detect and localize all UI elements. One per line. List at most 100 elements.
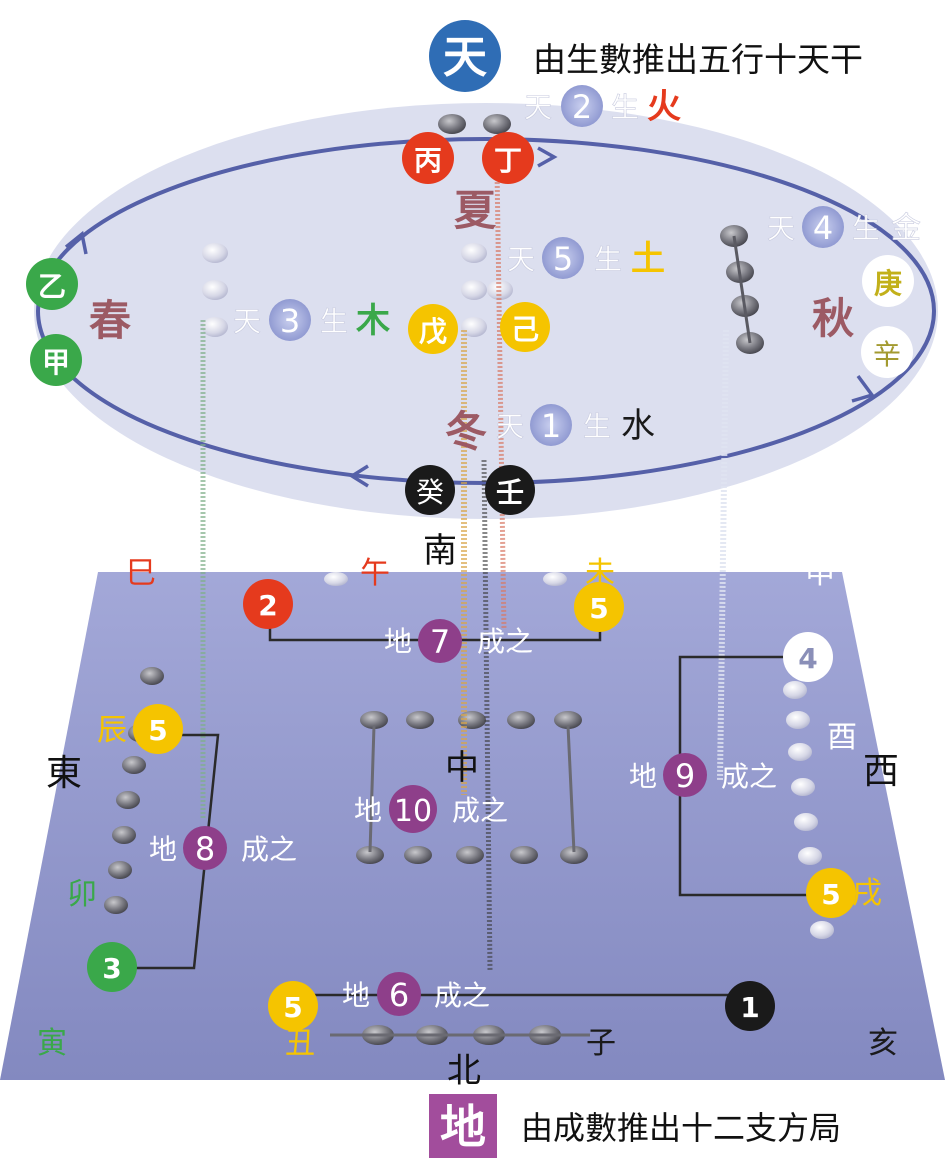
earth-badge-north-1: 1 bbox=[725, 981, 775, 1031]
svg-text:地: 地 bbox=[342, 979, 370, 1012]
stem-xin: 辛 bbox=[861, 326, 913, 378]
svg-text:成之: 成之 bbox=[452, 794, 508, 827]
heaven-pebbles bbox=[202, 114, 764, 354]
svg-text:地: 地 bbox=[354, 794, 382, 827]
svg-text:生: 生 bbox=[583, 410, 611, 443]
svg-text:癸: 癸 bbox=[416, 476, 444, 509]
completion-west: 地 9 成之 bbox=[629, 753, 777, 797]
cycle-arrow-left bbox=[64, 230, 88, 255]
svg-text:己: 己 bbox=[511, 313, 539, 346]
stem-jia: 甲 bbox=[30, 334, 82, 386]
earth-badge-north-5: 5 bbox=[268, 981, 318, 1031]
svg-text:火: 火 bbox=[647, 87, 681, 127]
svg-text:金: 金 bbox=[891, 211, 921, 246]
svg-text:7: 7 bbox=[430, 623, 450, 661]
svg-text:2: 2 bbox=[258, 589, 277, 622]
svg-text:地: 地 bbox=[629, 760, 657, 793]
stem-ren: 壬 bbox=[485, 465, 535, 515]
branch-yin: 寅 bbox=[37, 1026, 67, 1061]
svg-text:天: 天 bbox=[767, 212, 795, 245]
gen-metal: 天 4 生 金 bbox=[767, 206, 921, 248]
earth-badge-west-4: 4 bbox=[783, 632, 833, 682]
svg-text:戊: 戊 bbox=[419, 315, 447, 348]
branch-hai: 亥 bbox=[868, 1026, 898, 1061]
earth-badge-south-5: 5 bbox=[574, 582, 624, 632]
svg-text:3: 3 bbox=[102, 952, 121, 985]
svg-text:生: 生 bbox=[852, 212, 880, 245]
earth-badge-east-5: 5 bbox=[133, 704, 183, 754]
cycle-arrow-bottom bbox=[348, 464, 369, 488]
stem-wu: 戊 bbox=[408, 304, 458, 354]
cycle-arrow-right bbox=[851, 374, 875, 403]
svg-text:6: 6 bbox=[389, 976, 409, 1014]
stem-ji: 己 bbox=[500, 302, 550, 352]
svg-text:生: 生 bbox=[594, 243, 622, 276]
svg-text:生: 生 bbox=[611, 91, 639, 124]
stem-yi: 乙 bbox=[26, 258, 78, 310]
svg-text:5: 5 bbox=[821, 878, 840, 911]
svg-text:3: 3 bbox=[280, 302, 300, 340]
branch-shen: 申 bbox=[805, 556, 835, 591]
stem-gui: 癸 bbox=[405, 465, 455, 515]
cycle-arrow-top bbox=[537, 146, 558, 168]
branch-chen: 辰 bbox=[97, 713, 127, 748]
season-winter: 冬 bbox=[445, 407, 487, 456]
svg-text:天: 天 bbox=[496, 410, 524, 443]
svg-text:地: 地 bbox=[149, 833, 177, 866]
direction-west: 西 bbox=[863, 751, 899, 792]
heaven-ellipse-glow bbox=[34, 103, 938, 519]
earth-badge-south-2: 2 bbox=[243, 579, 293, 629]
branch-zi: 子 bbox=[586, 1026, 616, 1061]
season-spring: 春 bbox=[89, 296, 131, 345]
svg-text:水: 水 bbox=[621, 406, 655, 446]
gen-wood: 天 3 生 木 bbox=[233, 299, 390, 341]
svg-text:5: 5 bbox=[553, 240, 573, 278]
svg-text:壬: 壬 bbox=[496, 476, 524, 509]
svg-text:4: 4 bbox=[798, 642, 817, 675]
heaven-earth-beams bbox=[200, 169, 729, 971]
svg-text:9: 9 bbox=[675, 757, 695, 795]
svg-text:1: 1 bbox=[740, 991, 759, 1024]
svg-text:天: 天 bbox=[507, 243, 535, 276]
svg-text:甲: 甲 bbox=[42, 346, 70, 379]
svg-text:成之: 成之 bbox=[241, 833, 297, 866]
branch-chou: 丑 bbox=[285, 1026, 315, 1061]
svg-text:1: 1 bbox=[541, 407, 561, 445]
completion-south: 地 7 成之 bbox=[384, 619, 533, 663]
branch-xu: 戌 bbox=[852, 876, 882, 911]
svg-text:4: 4 bbox=[813, 209, 833, 247]
svg-text:生: 生 bbox=[320, 305, 348, 338]
stem-geng: 庚 bbox=[862, 255, 914, 307]
svg-text:乙: 乙 bbox=[38, 270, 66, 303]
svg-text:土: 土 bbox=[631, 239, 665, 279]
gen-earth: 天 5 生 土 bbox=[507, 237, 665, 279]
stem-ding: 丁 bbox=[482, 132, 534, 184]
svg-text:天: 天 bbox=[524, 91, 552, 124]
branch-si: 巳 bbox=[126, 556, 156, 591]
direction-north: 北 bbox=[447, 1051, 481, 1091]
gen-water: 天 1 生 水 bbox=[496, 404, 655, 446]
svg-text:辛: 辛 bbox=[873, 338, 901, 371]
svg-text:成之: 成之 bbox=[477, 625, 533, 658]
svg-text:成之: 成之 bbox=[434, 979, 490, 1012]
branch-you: 酉 bbox=[827, 720, 857, 755]
svg-text:丙: 丙 bbox=[414, 144, 442, 177]
branch-mao: 卯 bbox=[67, 877, 97, 912]
season-summer: 夏 bbox=[454, 186, 497, 235]
completion-north: 地 6 成之 bbox=[342, 972, 490, 1016]
svg-text:5: 5 bbox=[589, 592, 608, 625]
season-autumn: 秋 bbox=[812, 294, 854, 343]
svg-text:丁: 丁 bbox=[494, 144, 522, 177]
earth-badge-east-3: 3 bbox=[87, 942, 137, 992]
earth-badge: 地 bbox=[429, 1094, 497, 1158]
stem-bing: 丙 bbox=[402, 132, 454, 184]
svg-text:8: 8 bbox=[195, 830, 215, 868]
svg-text:5: 5 bbox=[283, 991, 302, 1024]
svg-text:2: 2 bbox=[572, 88, 592, 126]
completion-east: 地 8 成之 bbox=[149, 826, 297, 870]
direction-center: 中 bbox=[445, 748, 479, 788]
earth-badge-char: 地 bbox=[440, 1100, 486, 1154]
direction-east: 東 bbox=[46, 753, 82, 794]
svg-text:5: 5 bbox=[148, 714, 167, 747]
